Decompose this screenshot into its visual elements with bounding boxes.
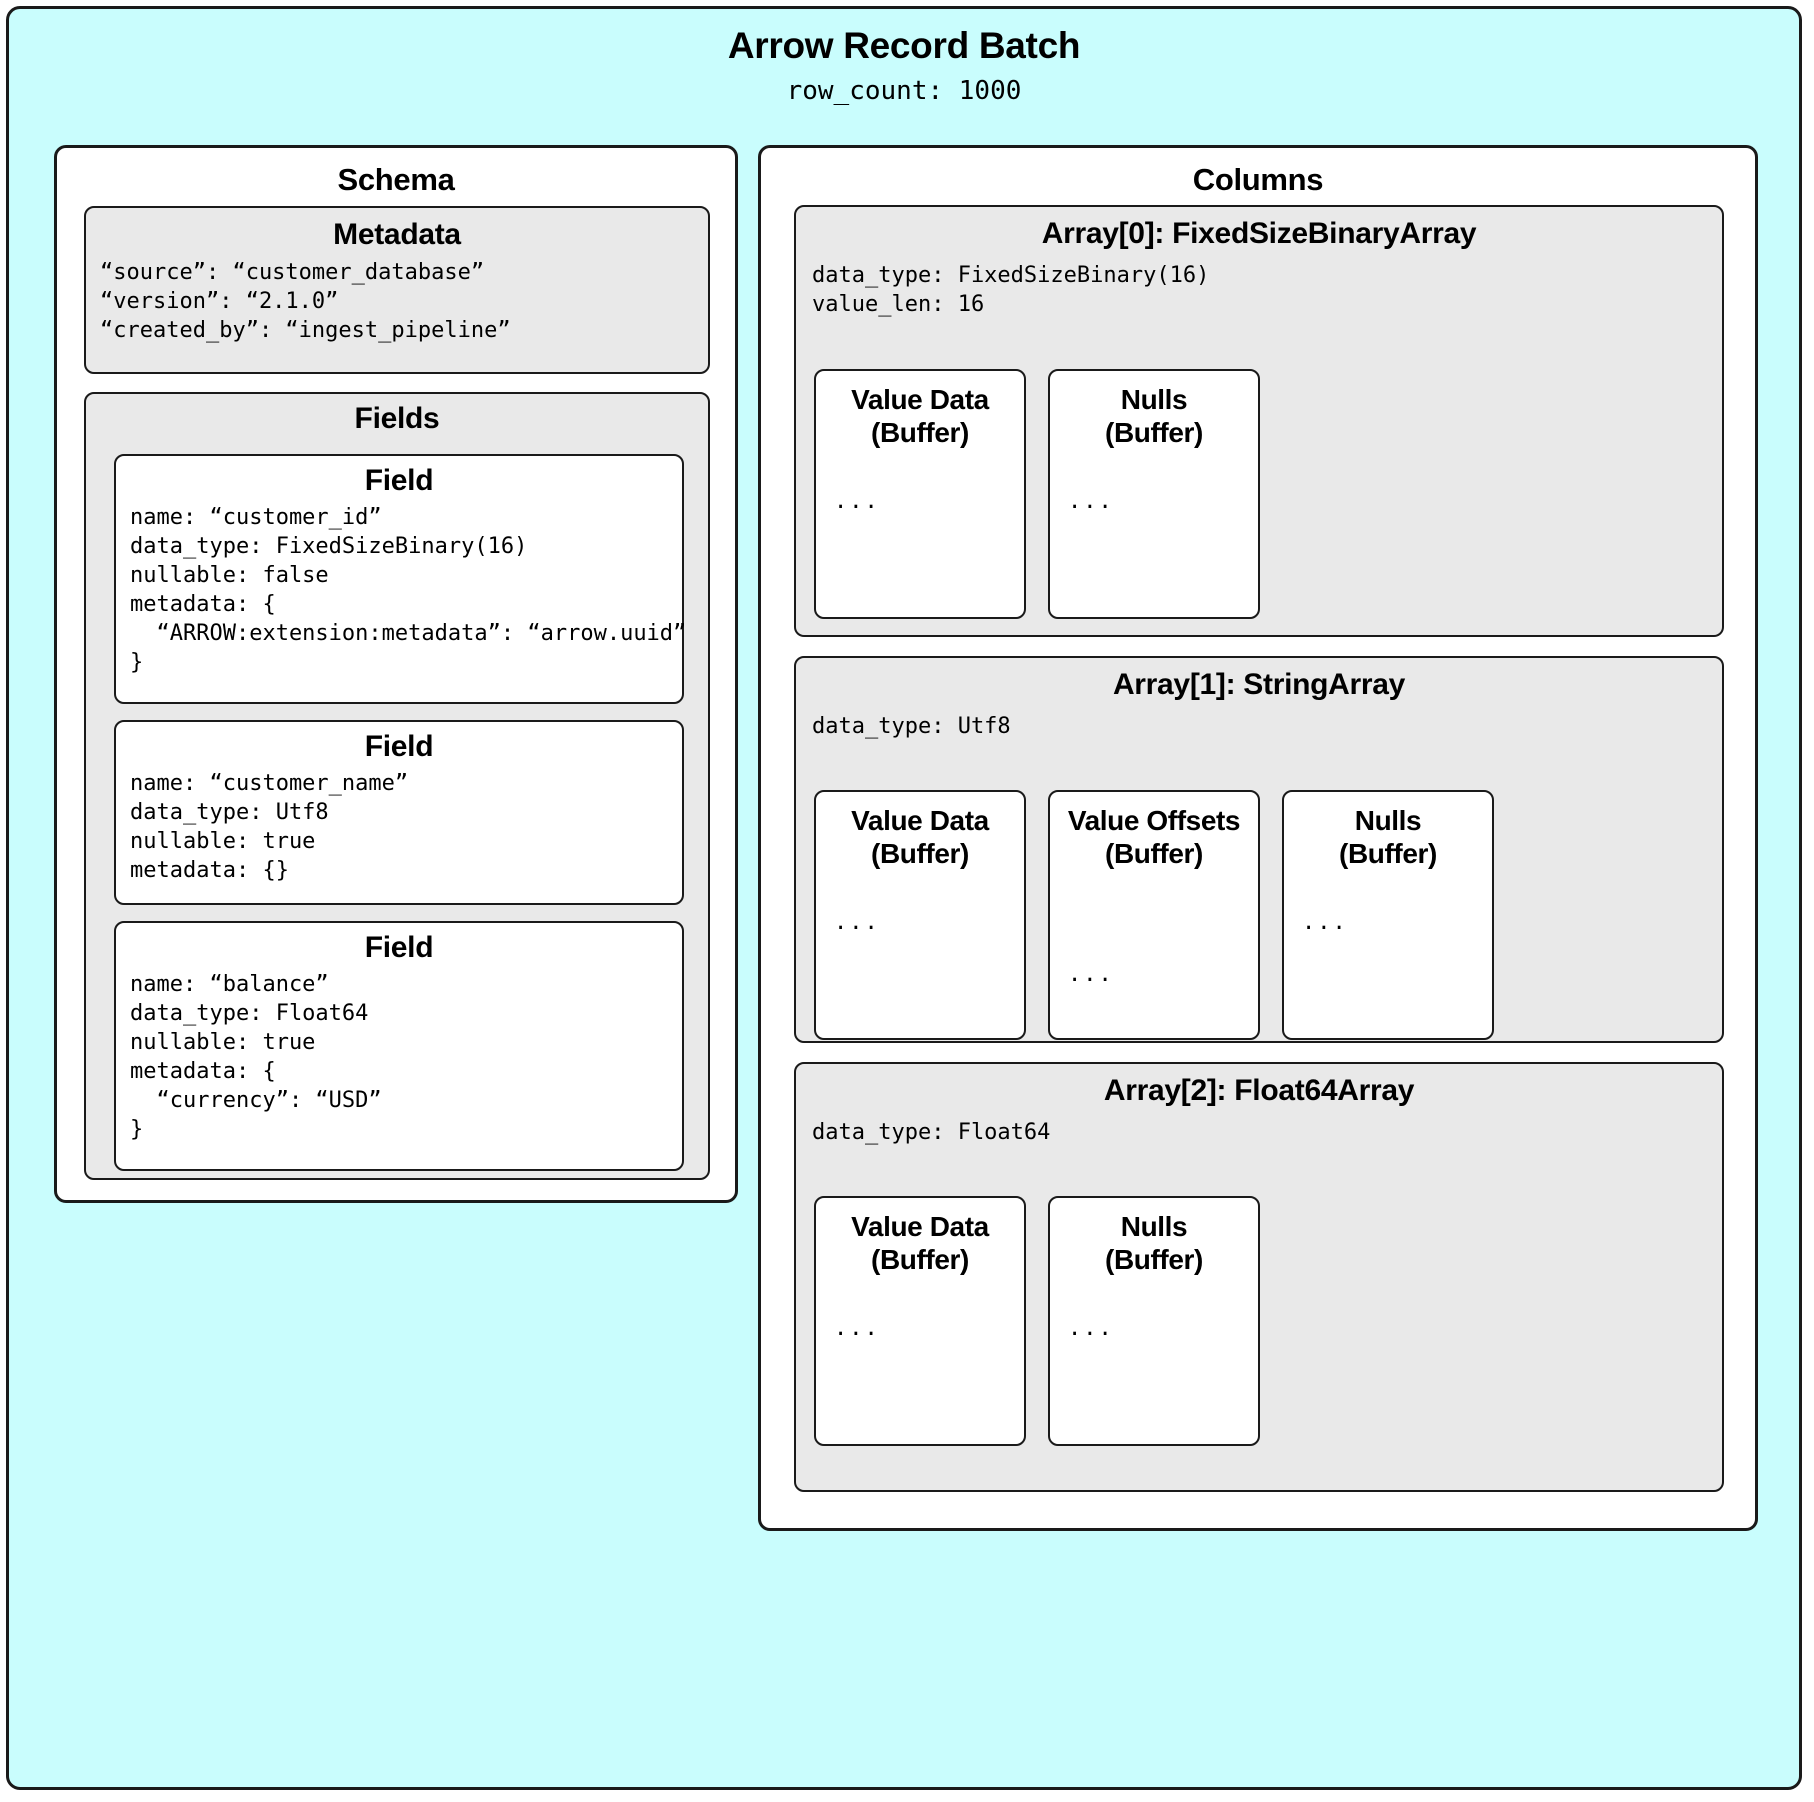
panels-region: Schema Metadata “source”: “customer_data… bbox=[9, 145, 1799, 1785]
buffer-title: Value Offsets (Buffer) bbox=[1067, 805, 1241, 870]
buffer-content-ellipsis: ... bbox=[1068, 1316, 1114, 1341]
schema-fields-box: Fields Field name: “customer_id” data_ty… bbox=[84, 392, 710, 1180]
field-properties: name: “customer_id” data_type: FixedSize… bbox=[130, 505, 687, 676]
buffer-content-ellipsis: ... bbox=[834, 910, 880, 935]
page-title: Arrow Record Batch bbox=[727, 25, 1081, 66]
field-box-balance: Field name: “balance” data_type: Float64… bbox=[114, 921, 684, 1171]
schema-panel-title: Schema bbox=[337, 162, 455, 197]
array-metadata: data_type: FixedSizeBinary(16) value_len… bbox=[812, 263, 1210, 318]
array-box-1-stringarray: Array[1]: StringArray data_type: Utf8 Va… bbox=[794, 656, 1724, 1043]
array-metadata: data_type: Utf8 bbox=[812, 714, 1011, 739]
field-title: Field bbox=[364, 730, 434, 763]
buffer-box-nulls: Nulls (Buffer) ... bbox=[1282, 790, 1494, 1040]
buffer-box-value-data: Value Data (Buffer) ... bbox=[814, 369, 1026, 619]
buffer-title: Value Data (Buffer) bbox=[851, 384, 989, 449]
array-box-0-fixedsizebinaryarray: Array[0]: FixedSizeBinaryArray data_type… bbox=[794, 205, 1724, 637]
buffer-content-ellipsis: ... bbox=[1302, 910, 1348, 935]
array-title: Array[1]: StringArray bbox=[1112, 668, 1406, 701]
field-title: Field bbox=[364, 931, 434, 964]
array-title: Array[0]: FixedSizeBinaryArray bbox=[1041, 217, 1477, 250]
field-box-customer-name: Field name: “customer_name” data_type: U… bbox=[114, 720, 684, 905]
arrow-record-batch-container: Arrow Record Batch row_count: 1000 Schem… bbox=[6, 6, 1802, 1790]
buffer-box-value-data: Value Data (Buffer) ... bbox=[814, 1196, 1026, 1446]
columns-panel: Columns Array[0]: FixedSizeBinaryArray d… bbox=[758, 145, 1758, 1531]
buffer-box-value-offsets: Value Offsets (Buffer) ... bbox=[1048, 790, 1260, 1040]
schema-metadata-title: Metadata bbox=[333, 218, 461, 251]
buffer-box-nulls: Nulls (Buffer) ... bbox=[1048, 1196, 1260, 1446]
buffer-content-ellipsis: ... bbox=[1068, 489, 1114, 514]
schema-fields-title: Fields bbox=[354, 402, 440, 435]
buffer-content-ellipsis: ... bbox=[834, 1316, 880, 1341]
row-count-label: row_count: 1000 bbox=[786, 76, 1022, 106]
field-title: Field bbox=[364, 464, 434, 497]
field-properties: name: “customer_name” data_type: Utf8 nu… bbox=[130, 771, 409, 884]
buffer-title: Value Data (Buffer) bbox=[851, 805, 989, 870]
buffer-title: Nulls (Buffer) bbox=[1105, 1211, 1203, 1276]
buffer-content-ellipsis: ... bbox=[1068, 962, 1114, 987]
array-box-2-float64array: Array[2]: Float64Array data_type: Float6… bbox=[794, 1062, 1724, 1492]
schema-panel: Schema Metadata “source”: “customer_data… bbox=[54, 145, 738, 1203]
field-properties: name: “balance” data_type: Float64 nulla… bbox=[130, 972, 382, 1143]
buffer-box-nulls: Nulls (Buffer) ... bbox=[1048, 369, 1260, 619]
columns-panel-title: Columns bbox=[1192, 162, 1324, 197]
buffer-content-ellipsis: ... bbox=[834, 489, 880, 514]
field-box-customer-id: Field name: “customer_id” data_type: Fix… bbox=[114, 454, 687, 704]
array-title: Array[2]: Float64Array bbox=[1103, 1074, 1415, 1107]
buffer-box-value-data: Value Data (Buffer) ... bbox=[814, 790, 1026, 1040]
buffer-title: Nulls (Buffer) bbox=[1339, 805, 1437, 870]
buffer-title: Nulls (Buffer) bbox=[1105, 384, 1203, 449]
schema-metadata-lines: “source”: “customer_database” “version”:… bbox=[100, 260, 511, 344]
schema-metadata-box: Metadata “source”: “customer_database” “… bbox=[84, 206, 710, 374]
array-metadata: data_type: Float64 bbox=[812, 1120, 1051, 1145]
buffer-title: Value Data (Buffer) bbox=[851, 1211, 989, 1276]
